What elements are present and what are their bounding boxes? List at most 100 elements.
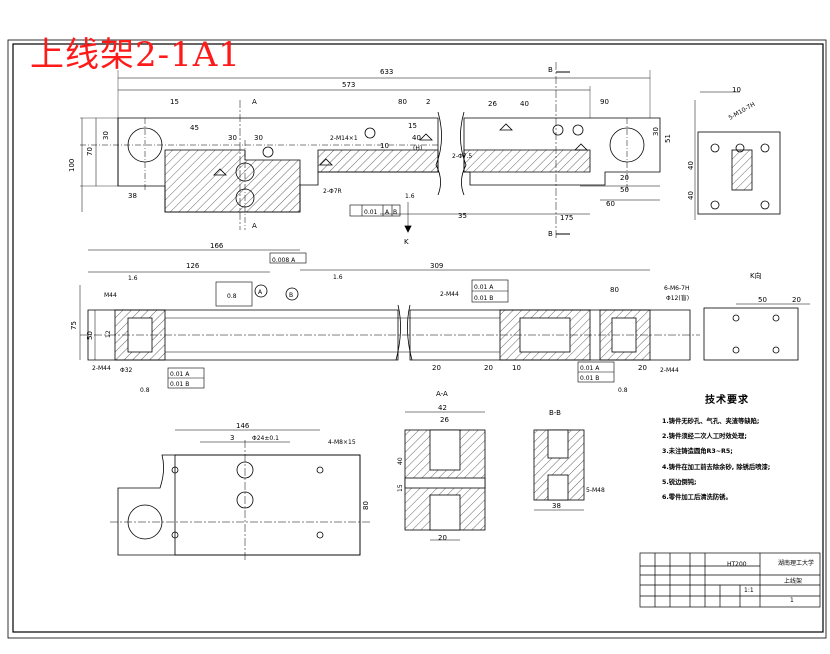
mid-dim-50: 50 xyxy=(758,296,767,304)
note-h: (H) xyxy=(413,145,422,152)
tol-001b: 0.01 B xyxy=(474,295,493,302)
view-k-label: K向 xyxy=(750,271,762,280)
note-d12: Φ12(盲) xyxy=(666,294,689,302)
dim-50: 50 xyxy=(620,186,629,194)
mid-dim-20b: 20 xyxy=(484,364,493,372)
sec-b-bot: B xyxy=(548,230,553,238)
dim-175: 175 xyxy=(560,214,573,222)
tol-001c: 0.01 A xyxy=(170,371,190,378)
bot-dim-146: 146 xyxy=(236,422,250,430)
sec-aa-40: 40 xyxy=(397,457,404,465)
dim-30v: 30 xyxy=(102,131,110,140)
section-bb xyxy=(533,429,585,511)
dim-40b: 40 xyxy=(520,100,529,108)
tol-001a: 0.01 A xyxy=(474,284,494,291)
dim-26: 26 xyxy=(488,100,497,108)
bottom-view-labels: 146 3 Φ24±0.1 4-M8×15 80 xyxy=(230,422,370,510)
dim-60: 60 xyxy=(606,200,615,208)
sec-aa-title: A-A xyxy=(436,390,448,398)
dim-30b: 30 xyxy=(254,134,263,142)
tb-scale: 1:1 xyxy=(744,587,754,594)
mid-dim-309: 309 xyxy=(430,262,443,270)
dim-45: 45 xyxy=(190,124,199,132)
section-aa xyxy=(404,411,486,541)
tol-0008: 0.008 A xyxy=(272,257,296,264)
dim-40: 40 xyxy=(412,134,421,142)
requirements-list: 1.铸件无砂孔、气孔、夹渣等缺陷; 2.铸件须经二次人工时效处理; 3.未注铸造… xyxy=(662,414,770,505)
bot-dim-80: 80 xyxy=(362,501,370,510)
sec-aa-42: 42 xyxy=(438,404,447,412)
dim-90: 90 xyxy=(600,98,609,106)
side-dim-40b: 40 xyxy=(687,191,695,200)
dim-573: 573 xyxy=(342,81,355,89)
note-d7r: 2-Φ7R xyxy=(323,188,342,195)
dim-100: 100 xyxy=(68,159,76,172)
tb-material: HT200 xyxy=(727,561,747,568)
title-block-text: 湖南理工大学 上线架 HT200 1:1 1 xyxy=(727,559,814,604)
mid-dim-166: 166 xyxy=(210,242,224,250)
note-2m44b: 2-M44 xyxy=(92,365,111,372)
mid-dim-10: 10 xyxy=(512,364,521,372)
bot-dim-d24: Φ24±0.1 xyxy=(252,435,279,442)
rough-16b: 1.6 xyxy=(333,274,343,281)
side-dim-51: 51 xyxy=(664,134,672,143)
rough-16a: 1.6 xyxy=(128,275,138,282)
sec-bb-38: 38 xyxy=(552,502,561,510)
requirement-item: 2.铸件须经二次人工时效处理; xyxy=(662,433,747,441)
top-view xyxy=(80,62,661,238)
tol-001: 0.01 xyxy=(364,209,378,216)
sec-a-top: A xyxy=(252,98,257,106)
drawing-title: 上线架2-1A1 xyxy=(30,35,241,75)
tol-b: B xyxy=(393,209,397,216)
dim-38: 38 xyxy=(128,192,137,200)
middle-view-labels: 166 126 309 80 50 20 75 50 12 20 20 10 2… xyxy=(70,242,801,394)
mid-dim-50v: 50 xyxy=(86,331,94,340)
tb-school: 湖南理工大学 xyxy=(778,559,814,567)
note-m10: 5-M10-7H xyxy=(728,101,757,122)
mid-dim-20: 20 xyxy=(792,296,801,304)
requirement-item: 6.零件加工后清洗防锈。 xyxy=(662,494,732,502)
mid-dim-80: 80 xyxy=(610,286,619,294)
side-dim-10: 10 xyxy=(732,86,741,94)
tol-a: A xyxy=(385,209,390,216)
dim-35: 35 xyxy=(458,212,467,220)
note-2m44a: 2-M44 xyxy=(440,291,459,298)
requirement-item: 1.铸件无砂孔、气孔、夹渣等缺陷; xyxy=(662,418,760,425)
note-d75: 2-Φ7.5 xyxy=(452,153,472,160)
section-bb-labels: B-B 38 5-M48 xyxy=(549,409,605,510)
requirement-item: 3.未注铸造圆角R3~R5; xyxy=(662,448,733,456)
title-block xyxy=(639,552,821,608)
sec-a-bot: A xyxy=(252,222,257,230)
tol-001d: 0.01 B xyxy=(170,381,189,388)
middle-view xyxy=(79,249,810,389)
note-16: 1.6 xyxy=(405,193,415,200)
mid-dim-20c: 20 xyxy=(638,364,647,372)
requirement-item: 5.锐边倒钝; xyxy=(662,478,697,486)
sec-aa-26: 26 xyxy=(440,416,449,424)
tol-001e: 0.01 A xyxy=(580,365,600,372)
requirements-heading: 技术要求 xyxy=(705,395,749,406)
requirement-item: 4.铸件在加工前去除余砂, 除锈后喷漆; xyxy=(662,463,771,471)
sec-aa-15: 15 xyxy=(397,484,404,492)
bot-dim-3: 3 xyxy=(230,434,234,442)
dim-15: 15 xyxy=(170,98,179,106)
section-aa-labels: A-A 42 26 20 40 15 xyxy=(397,390,449,542)
dim-2: 2 xyxy=(426,98,430,106)
note-2m44c: 2-M44 xyxy=(660,367,679,374)
tol-08: 0.8 xyxy=(227,293,237,300)
rough-08b: 0.8 xyxy=(618,387,628,394)
dim-10: 10 xyxy=(380,142,389,150)
note-d32: Φ32 xyxy=(120,367,133,374)
side-view-right xyxy=(694,91,781,220)
view-k: K xyxy=(404,238,409,246)
mid-dim-75: 75 xyxy=(70,321,78,330)
rough-08a: 0.8 xyxy=(140,387,150,394)
bottom-view xyxy=(110,429,370,560)
sec-aa-20: 20 xyxy=(438,534,447,542)
note-m6: 6-M6-7H xyxy=(664,285,689,292)
inner-border xyxy=(12,43,824,633)
dim-15b: 15 xyxy=(408,122,417,130)
note-m44: M44 xyxy=(104,292,117,299)
bot-note-m8: 4-M8×15 xyxy=(328,439,356,446)
